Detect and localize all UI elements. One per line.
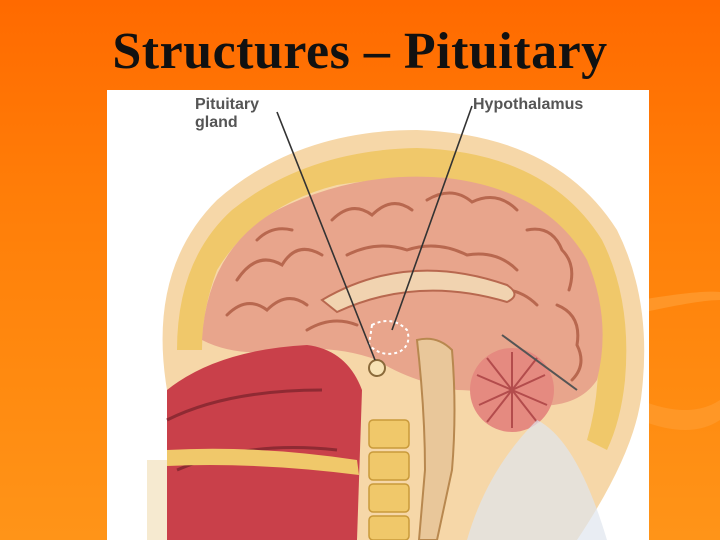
head-sagittal-illustration: Pituitary gland Hypothalamus xyxy=(107,90,649,540)
head-anatomy-drawing xyxy=(147,105,645,540)
slide-title: Structures – Pituitary xyxy=(112,23,608,80)
label-pituitary-gland: Pituitary gland xyxy=(195,96,260,131)
label-hypothalamus: Hypothalamus xyxy=(473,96,584,113)
